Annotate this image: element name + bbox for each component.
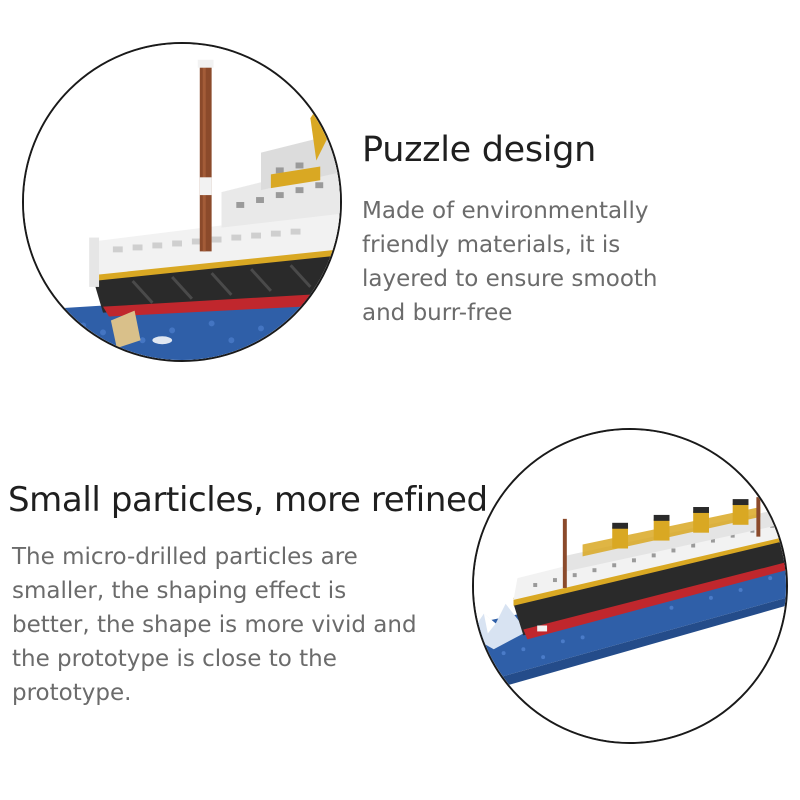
description-line: Made of environmentally — [362, 198, 649, 224]
description-line: layered to ensure smooth — [362, 266, 658, 292]
section-heading: Puzzle design — [362, 130, 597, 170]
description-line: The micro-drilled particles are — [12, 544, 358, 570]
section-description: Made of environmentally friendly materia… — [362, 194, 658, 330]
description-line: friendly materials, it is — [362, 232, 621, 258]
description-line: better, the shape is more vivid and — [12, 612, 417, 638]
section-heading: Small particles, more refined — [8, 480, 488, 520]
ship-full-model-photo — [472, 428, 788, 744]
description-line: prototype. — [12, 680, 132, 706]
section-description: The micro-drilled particles are smaller,… — [12, 540, 417, 710]
description-line: and burr-free — [362, 300, 513, 326]
ship-closeup-illustration — [24, 44, 340, 360]
description-line: smaller, the shaping effect is — [12, 578, 347, 604]
ship-full-model-illustration — [474, 430, 786, 742]
ship-closeup-photo — [22, 42, 342, 362]
description-line: the prototype is close to the — [12, 646, 337, 672]
